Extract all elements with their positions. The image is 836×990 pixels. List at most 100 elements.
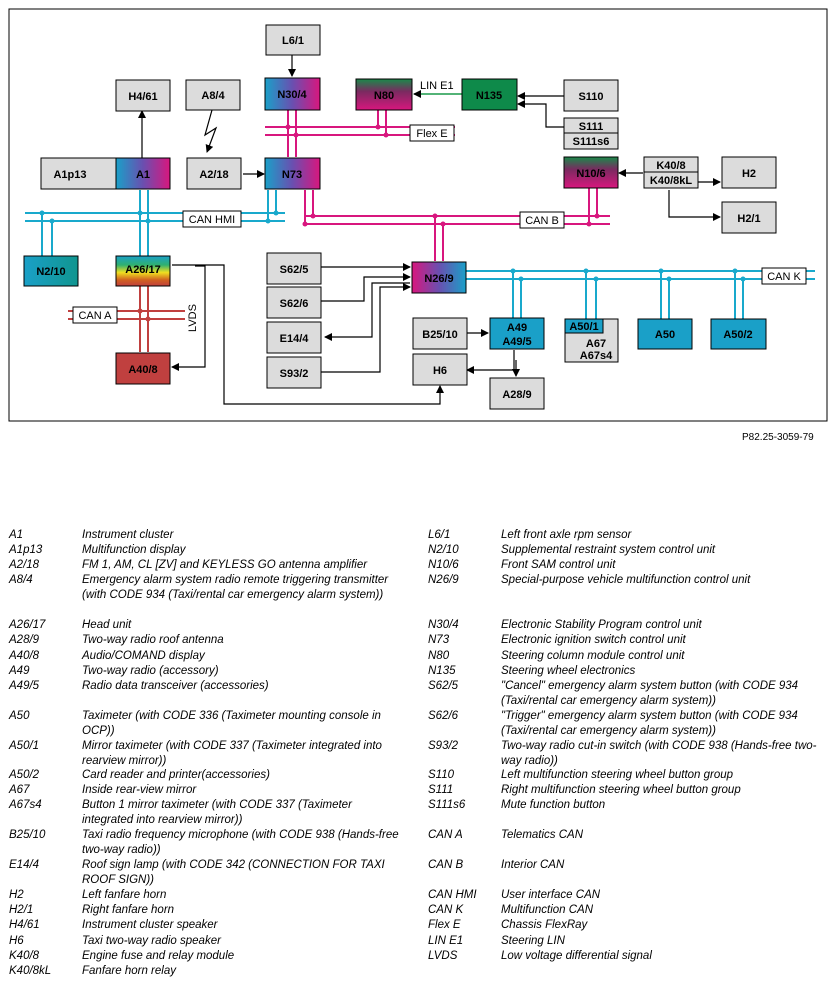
box-N73: N73 — [264, 157, 321, 190]
legend-code: LIN E1 — [428, 935, 464, 947]
can-hmi-junctions — [39, 210, 746, 282]
svg-text:S111: S111 — [579, 121, 603, 133]
legend-description: Electronic ignition switch control unit — [501, 634, 686, 646]
box-H2: H2 — [721, 156, 777, 189]
legend-description: Taxi radio frequency microphone (with CO… — [82, 829, 399, 857]
legend-description: Mute function button — [501, 799, 606, 811]
legend-description: Radio data transceiver (accessories) — [82, 680, 269, 692]
svg-text:Flex E: Flex E — [416, 128, 447, 140]
svg-text:A1p13: A1p13 — [53, 169, 86, 181]
svg-text:N135: N135 — [476, 90, 502, 102]
legend-description: Chassis FlexRay — [501, 919, 588, 931]
legend-description: Emergency alarm system radio remote trig… — [82, 574, 389, 602]
svg-text:A1: A1 — [136, 169, 150, 181]
legend-code: H2/1 — [9, 904, 34, 916]
box-E14-4: E14/4 — [266, 321, 322, 354]
svg-text:H2: H2 — [742, 168, 756, 180]
svg-text:N2/10: N2/10 — [36, 266, 65, 278]
legend-description: Instrument cluster speaker — [82, 919, 218, 931]
box-S93-2: S93/2 — [266, 356, 322, 389]
svg-text:S110: S110 — [578, 91, 603, 103]
svg-text:A50/2: A50/2 — [723, 329, 752, 341]
legend-code: S111s6 — [428, 799, 466, 811]
box-N2-10: N2/10 — [23, 255, 79, 287]
legend-code: N10/6 — [428, 559, 459, 571]
legend-description: Taximeter (with CODE 336 (Taximeter moun… — [82, 710, 381, 738]
can-a-junctions — [137, 308, 151, 322]
legend-code: A40/8 — [9, 650, 40, 662]
legend-code: H6 — [9, 935, 24, 947]
legend-description: Button 1 mirror taximeter (with CODE 337… — [82, 799, 352, 827]
legend-code: K40/8kL — [9, 965, 52, 977]
legend-code: A28/9 — [9, 634, 40, 646]
legend-description: Engine fuse and relay module — [82, 950, 235, 962]
svg-text:A8/4: A8/4 — [201, 90, 225, 102]
legend-code: A50 — [9, 710, 30, 722]
legend-code: A1 — [9, 529, 24, 541]
can-k-bus — [466, 270, 815, 319]
svg-text:K40/8: K40/8 — [656, 160, 685, 172]
legend-description: Special-purpose vehicle multifunction co… — [501, 574, 751, 586]
legend-code: LVDS — [428, 950, 458, 962]
svg-text:CAN HMI: CAN HMI — [189, 214, 235, 226]
legend-description: Multifunction CAN — [501, 904, 594, 916]
box-A2-18: A2/18 — [186, 157, 242, 190]
legend-code: A49/5 — [9, 680, 40, 692]
box-B25-10: B25/10 — [412, 317, 468, 350]
legend-code: H4/61 — [9, 919, 40, 931]
pink-bus-junctions — [285, 124, 600, 227]
legend-code: A1p13 — [9, 544, 43, 556]
svg-text:N26/9: N26/9 — [424, 273, 453, 285]
legend-description: Mirror taximeter (with CODE 337 (Taximet… — [82, 740, 382, 768]
legend-description: Two-way radio roof antenna — [82, 634, 224, 646]
legend-description: Head unit — [82, 619, 132, 631]
legend-code: H2 — [9, 889, 24, 901]
legend-code: N73 — [428, 634, 450, 646]
legend-description: Inside rear-view mirror — [82, 784, 197, 796]
legend-code: N2/10 — [428, 544, 459, 556]
legend-description: Roof sign lamp (with CODE 342 (CONNECTIO… — [82, 859, 385, 887]
legend-code: K40/8 — [9, 950, 40, 962]
legend-code: A67s4 — [9, 799, 42, 811]
legend-description: Instrument cluster — [82, 529, 174, 541]
label-lvds: LVDS — [187, 304, 199, 332]
box-N30-4: N30/4 — [264, 77, 321, 111]
legend-code: S111 — [428, 784, 454, 796]
legend-description: Audio/COMAND display — [82, 650, 205, 662]
box-A8-4: A8/4 — [185, 79, 241, 111]
legend-description: Steering LIN — [501, 935, 565, 947]
legend-description: Interior CAN — [501, 859, 565, 871]
legend-description: Telematics CAN — [501, 829, 584, 841]
legend-description: User interface CAN — [501, 889, 601, 901]
svg-text:LIN E1: LIN E1 — [420, 80, 454, 92]
box-A50-2: A50/2 — [710, 318, 767, 350]
legend-code: CAN HMI — [428, 889, 477, 901]
legend-description: Electronic Stability Program control uni… — [501, 619, 702, 631]
svg-text:A67s4: A67s4 — [580, 350, 613, 362]
box-N10-6: N10/6 — [563, 156, 619, 189]
legend-description: Steering column module control unit — [501, 650, 685, 662]
legend-description: Fanfare horn relay — [82, 965, 176, 977]
legend-code: N80 — [428, 650, 450, 662]
legend-description: Steering wheel electronics — [501, 665, 636, 677]
legend-description: FM 1, AM, CL [ZV] and KEYLESS GO antenna… — [82, 559, 368, 571]
svg-text:S62/6: S62/6 — [280, 298, 309, 310]
legend-code: CAN A — [428, 829, 463, 841]
legend-code: S62/6 — [428, 710, 459, 722]
network-diagram: L6/1 H4/61 A8/4 N30/4 N80 N135 S110 S111… — [8, 8, 828, 422]
label-can-a: CAN A — [72, 306, 118, 324]
box-S110: S110 — [563, 79, 619, 112]
box-H6: H6 — [412, 353, 468, 386]
svg-text:CAN K: CAN K — [767, 271, 801, 283]
label-can-b: CAN B — [519, 211, 565, 229]
svg-text:S62/5: S62/5 — [280, 264, 309, 276]
legend-code: A50/1 — [9, 740, 40, 752]
legend-description: Card reader and printer(accessories) — [82, 769, 270, 781]
legend-description: Supplemental restraint system control un… — [501, 544, 716, 556]
box-A1p13: A1p13 — [40, 157, 117, 190]
legend-code: N30/4 — [428, 619, 459, 631]
